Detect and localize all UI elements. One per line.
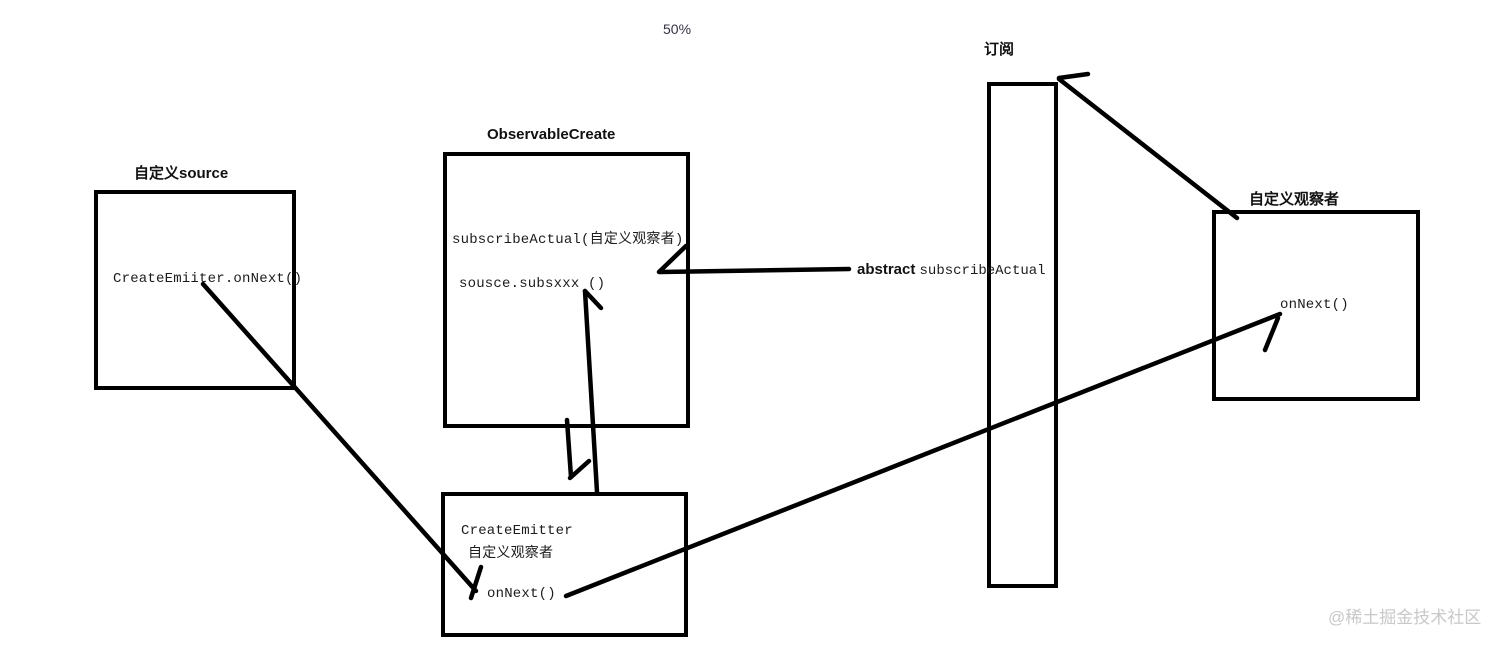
observable-create-box-label: ObservableCreate	[487, 126, 616, 143]
create-emitter-box	[441, 492, 688, 637]
juejin-watermark: @稀土掘金技术社区	[1328, 608, 1482, 627]
arrow-observable-to-emitter	[564, 417, 592, 481]
source-box-label: 自定义source	[134, 165, 229, 182]
observer-box	[1212, 210, 1420, 401]
source-box-content: CreateEmiiter.onNext()	[113, 271, 303, 287]
observer-box-label: 自定义观察者	[1249, 191, 1340, 208]
source-subscribe-call-line: sousce.subsxxx ()	[459, 276, 606, 292]
source-box	[94, 190, 296, 390]
subscribe-bar	[987, 82, 1058, 588]
observer-onnext: onNext()	[1280, 297, 1349, 313]
create-emitter-onnext: onNext()	[487, 586, 556, 602]
create-emitter-subtitle: 自定义观察者	[468, 546, 554, 562]
subscribe-bar-label: 订阅	[984, 41, 1015, 58]
create-emitter-title: CreateEmitter	[461, 523, 573, 539]
abstract-keyword: abstract	[857, 261, 920, 278]
abstract-method-name: subscribeActual	[919, 263, 1046, 279]
arrow-observer-to-subscribe-bar	[1056, 71, 1240, 221]
subscribe-actual-line: subscribeActual(自定义观察者)	[452, 232, 684, 248]
zoom-level-indicator: 50%	[663, 21, 692, 37]
abstract-subscribe-actual-note: abstract subscribeActual	[857, 261, 1046, 279]
